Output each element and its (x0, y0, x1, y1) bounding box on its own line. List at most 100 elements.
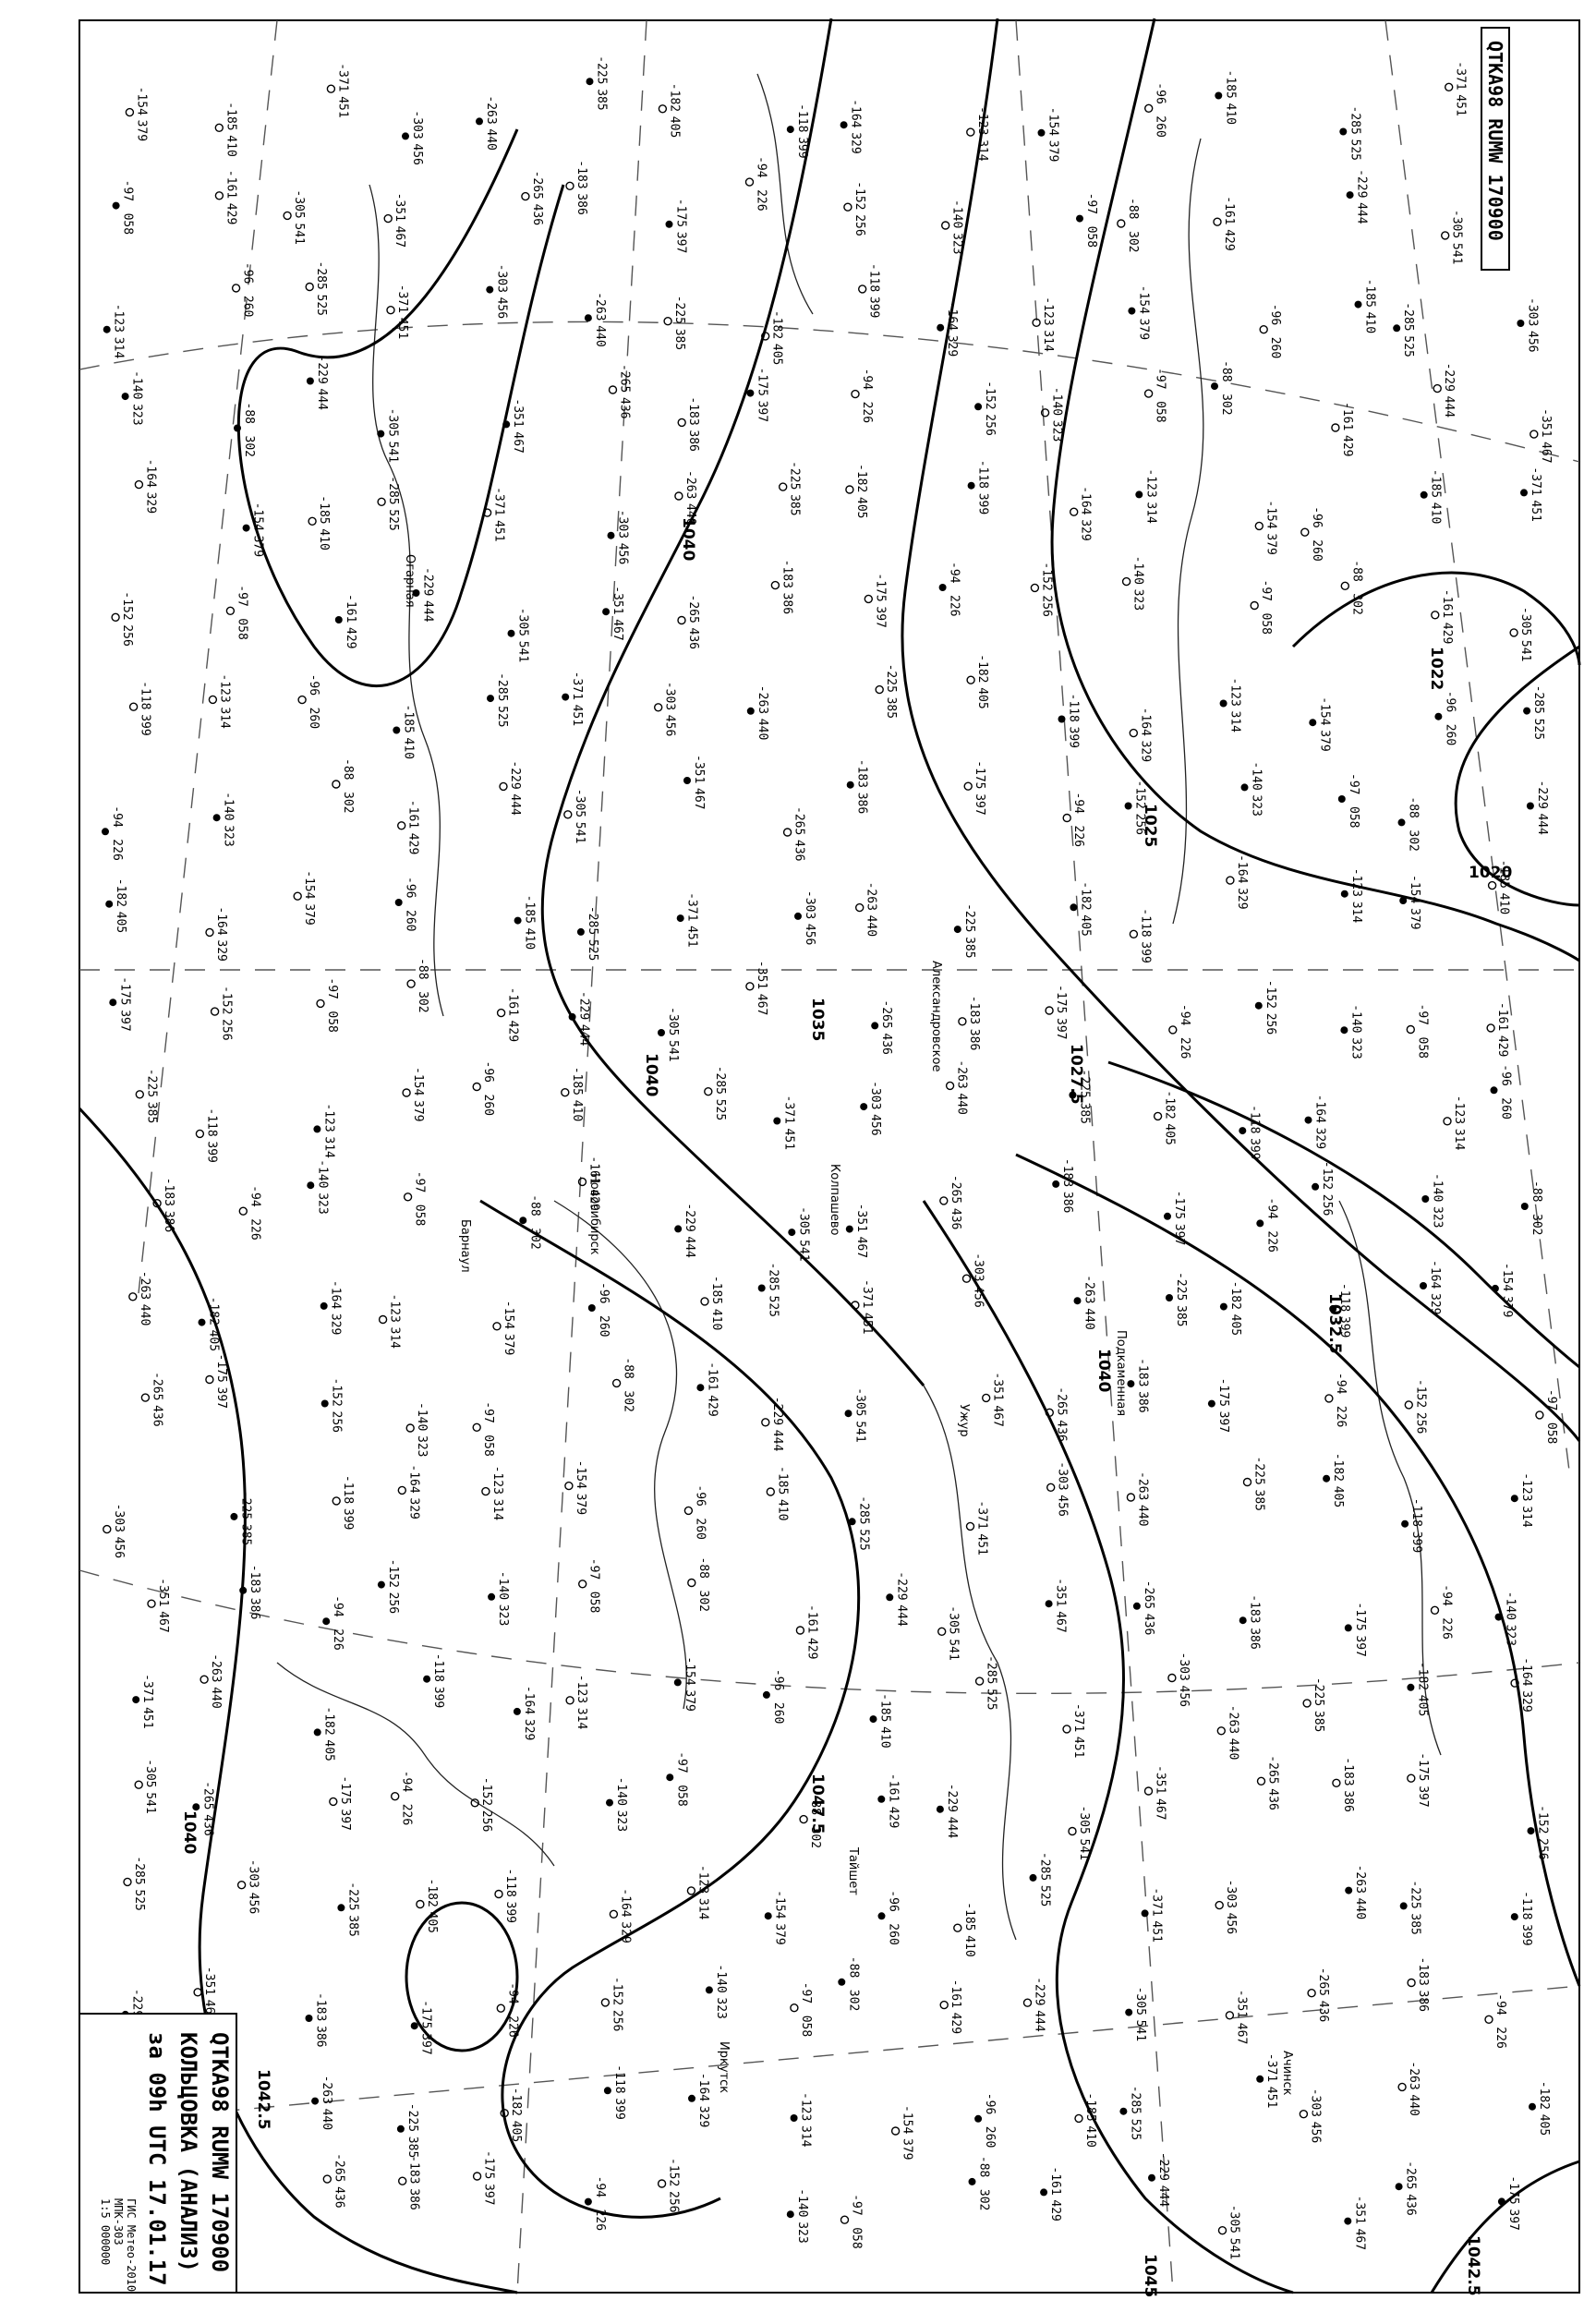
station-pressure: 256 (220, 1019, 234, 1040)
station-cloud-circle (1535, 1410, 1544, 1420)
station-temp: -88 (696, 1557, 710, 1579)
station-pressure: 399 (976, 493, 990, 514)
station-pressure: 058 (1347, 806, 1360, 828)
station-cloud-circle (134, 1780, 143, 1789)
station-pressure: 541 (143, 1792, 157, 1813)
station-cloud-circle (683, 777, 691, 784)
station-temp: -96 (241, 262, 255, 284)
station-temp: -183 (780, 560, 793, 588)
station-cloud-circle (406, 979, 416, 988)
station-cloud-circle (1510, 1678, 1519, 1688)
station-temp: -154 (1500, 1263, 1514, 1291)
station-temp: -263 (1353, 1865, 1367, 1894)
station-cloud-circle (658, 104, 668, 114)
station-temp: -88 (1530, 1180, 1543, 1202)
station-pressure: 379 (1264, 533, 1277, 554)
station-temp: -161 (1222, 196, 1236, 224)
title-time: за 09h UTC 17.01.17 (144, 2032, 170, 2286)
station-temp: -154 (134, 87, 148, 115)
station-pressure: 323 (950, 233, 964, 254)
station-cloud-circle (602, 608, 611, 616)
station-cloud-circle (696, 1384, 705, 1392)
station-temp: -225 (1174, 1272, 1188, 1301)
station-temp: -161 (804, 1604, 818, 1633)
station-pressure: 058 (1415, 1037, 1429, 1059)
station-cloud-circle (845, 485, 854, 494)
station-temp: -123 (574, 1675, 588, 1703)
station-pressure: 399 (795, 137, 809, 158)
station-pressure: 323 (714, 1997, 728, 2018)
station-cloud-circle (1404, 1400, 1414, 1410)
station-pressure: 385 (1174, 1305, 1188, 1326)
station-temp: -96 (1499, 1064, 1513, 1085)
station-temp: -285 (1401, 302, 1415, 331)
station-cloud-circle (1029, 1873, 1037, 1882)
station-pressure: 256 (1039, 595, 1053, 616)
station-pressure: 329 (522, 1719, 536, 1740)
station-cloud-circle (770, 580, 780, 590)
station-temp: -265 (1266, 1755, 1280, 1784)
station-pressure: 541 (1227, 2238, 1241, 2259)
station-cloud-circle (1046, 1483, 1056, 1493)
station-temp: -371 (1150, 1887, 1164, 1916)
station-temp: -183 (248, 1565, 261, 1593)
station-pressure: 399 (1067, 727, 1081, 748)
station-pressure: 440 (484, 128, 498, 150)
station-pressure: 399 (1247, 1138, 1261, 1159)
station-cloud-circle (1406, 1024, 1416, 1035)
station-temp: -96 (1310, 506, 1324, 527)
station-pressure: 323 (1131, 589, 1145, 611)
station-temp: -185 (523, 895, 537, 924)
station-pressure: 385 (144, 1102, 158, 1123)
station-pressure: 541 (573, 822, 586, 843)
isobar-label: 1047.5 (808, 1773, 827, 1834)
station-temp: -88 (1407, 796, 1421, 817)
station-temp: -118 (1138, 908, 1152, 937)
station-pressure: 302 (696, 1591, 710, 1612)
station-cloud-circle (305, 282, 314, 292)
station-cloud-circle (1074, 2113, 1083, 2124)
station-pressure: 385 (1077, 1103, 1091, 1124)
station-pressure: 405 (854, 497, 868, 518)
station-cloud-circle (494, 1889, 503, 1899)
station-pressure: 399 (431, 1687, 445, 1708)
station-cloud-circle (396, 2124, 405, 2133)
station-cloud-circle (1304, 1116, 1312, 1124)
station-cloud-circle (210, 1007, 220, 1016)
station-cloud-circle (1119, 2107, 1128, 2115)
station-cloud-circle (307, 1181, 315, 1190)
station-cloud-circle (1030, 583, 1040, 593)
station-cloud-circle (1068, 1826, 1077, 1836)
station-cloud-circle (412, 589, 420, 597)
station-cloud-circle (311, 2097, 320, 2105)
station-temp: -229 (130, 1989, 144, 2017)
